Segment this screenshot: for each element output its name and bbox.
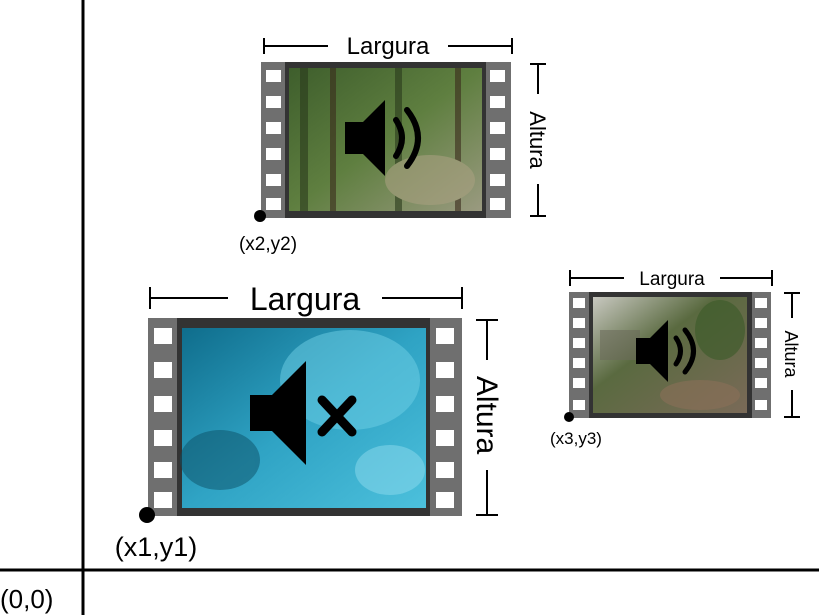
film-strip-left [148,318,179,516]
film-strip-right [484,62,511,218]
height-dimension-2 [530,63,546,217]
water-texture [180,330,425,495]
width-label-3: Largura [639,269,705,290]
video-frame-2: Largura Altura (x2,y2) [239,33,550,255]
corner-label-2: (x2,y2) [239,234,297,255]
corner-label-3: (x3,y3) [550,429,602,448]
height-dimension-3 [784,292,800,418]
film-strip-right [428,318,462,516]
corner-point-2 [254,210,266,222]
height-label-3: Altura [781,330,801,378]
height-label-2: Altura [525,111,550,169]
corner-point-1 [139,507,155,523]
film-strip-right [750,292,771,418]
width-dimension-3 [569,270,773,286]
sprocket-holes [573,298,767,410]
corner-point-3 [564,412,574,422]
sprocket-holes [266,70,505,210]
speaker-muted-icon [250,361,357,465]
sprocket-holes [154,328,454,508]
video-frame-1: Largura Altura (x1,y1) [115,281,503,562]
film-strip-left [261,62,287,218]
height-dimension-1 [476,319,498,516]
width-dimension-1 [149,287,463,309]
origin-label: (0,0) [0,584,53,614]
height-label-1: Altura [470,376,503,455]
width-label-2: Largura [347,33,430,60]
width-label-1: Largura [250,281,361,317]
corner-label-1: (x1,y1) [115,532,198,562]
width-dimension-2 [263,38,513,54]
speaker-on-icon [636,320,696,382]
film-strip-left [569,292,591,418]
video-frame-3: Largura Altura (x3,y3) [550,269,801,448]
speaker-on-icon [345,100,421,176]
garden-texture [600,300,745,410]
